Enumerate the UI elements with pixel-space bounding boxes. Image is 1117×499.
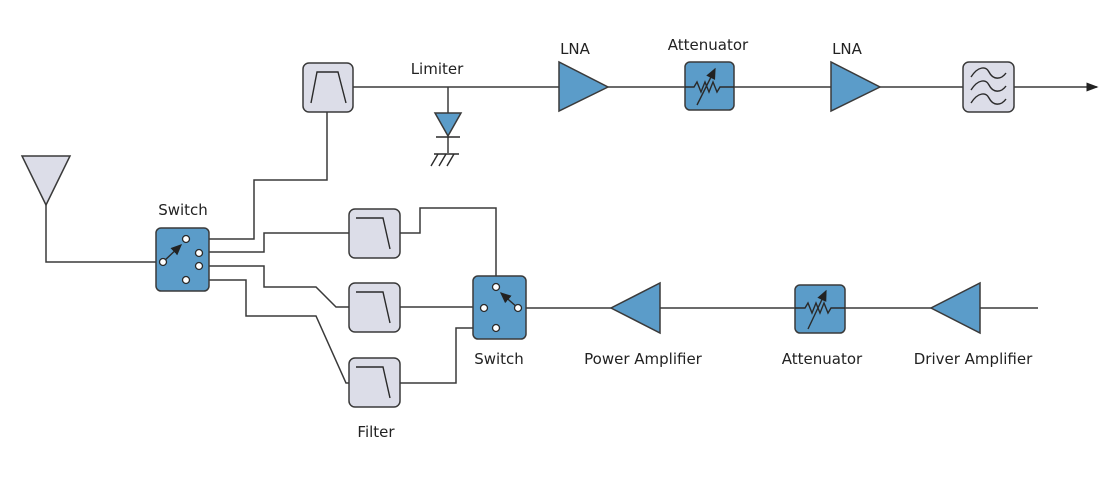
switch-common-node: [513, 303, 523, 313]
tx-attenuator-label: Attenuator: [782, 350, 863, 368]
rx-attenuator-label: Attenuator: [668, 36, 749, 54]
filter-1-body: [348, 208, 401, 259]
filter-switch[interactable]: [472, 275, 527, 340]
lowpass-icon: [356, 217, 391, 250]
wire-switch-filter2: [203, 265, 349, 308]
variable-arrow-icon: [807, 289, 827, 330]
switch-port-3: [194, 261, 204, 271]
switch-common-node: [158, 257, 168, 267]
switch-port-4: [181, 275, 191, 285]
bandpass-filter[interactable]: [302, 62, 354, 113]
power-amplifier-label: Power Amplifier: [584, 350, 703, 368]
switch-port-left: [479, 303, 489, 313]
lna2-amplifier-icon[interactable]: [830, 60, 882, 113]
switch-port-1: [181, 234, 191, 244]
switch-port-top: [491, 282, 501, 292]
wire-switch-filter1: [203, 232, 349, 253]
antenna-icon: [20, 155, 72, 207]
ground-icon: [430, 153, 459, 167]
wire-switch-filter3: [186, 279, 349, 384]
switch-port-2: [194, 248, 204, 258]
wires: [45, 82, 1099, 384]
filter-bank-label: Filter: [357, 423, 395, 441]
variable-arrow-icon: [696, 67, 716, 106]
rx-output-filter-body: [962, 61, 1015, 113]
bandpass-icon: [310, 71, 347, 104]
lna2-label: LNA: [832, 40, 863, 58]
filter-switch-label: Switch: [474, 350, 524, 368]
wave-filter-icon: [970, 67, 1007, 105]
wire-antenna-switch: [45, 205, 163, 263]
filter-1[interactable]: [348, 208, 401, 259]
resistor-icon: [685, 80, 734, 94]
driver-amplifier-label: Driver Amplifier: [914, 350, 1033, 368]
wire-switch-bandpass: [186, 112, 328, 240]
bandpass-filter-body: [302, 62, 354, 113]
filter-2-body: [348, 282, 401, 333]
filter-2[interactable]: [348, 282, 401, 333]
antenna-switch-body: [155, 227, 210, 292]
tx-attenuator-body: [794, 284, 846, 334]
switch-port-bottom: [491, 323, 501, 333]
tx-attenuator[interactable]: [794, 284, 846, 334]
rx-attenuator-body: [684, 61, 735, 111]
filter-3[interactable]: [348, 357, 401, 408]
filter-3-body: [348, 357, 401, 408]
lowpass-icon: [356, 291, 391, 324]
driver-amplifier-icon[interactable]: [929, 281, 981, 335]
diode-icon: [433, 112, 463, 138]
lna1-label: LNA: [560, 40, 591, 58]
antenna-switch[interactable]: [155, 227, 210, 292]
rx-attenuator[interactable]: [684, 61, 735, 111]
antenna-switch-label: Switch: [158, 201, 208, 219]
limiter[interactable]: [430, 112, 463, 167]
wire-filter1-switch2: [400, 207, 497, 287]
limiter-label: Limiter: [411, 60, 464, 78]
lna1-amplifier-icon[interactable]: [558, 60, 610, 113]
filter-switch-body: [472, 275, 527, 340]
lowpass-icon: [356, 366, 391, 399]
rx-output-filter[interactable]: [962, 61, 1015, 113]
wire-filter3-switch2: [400, 327, 473, 384]
power-amplifier-icon[interactable]: [609, 281, 661, 335]
